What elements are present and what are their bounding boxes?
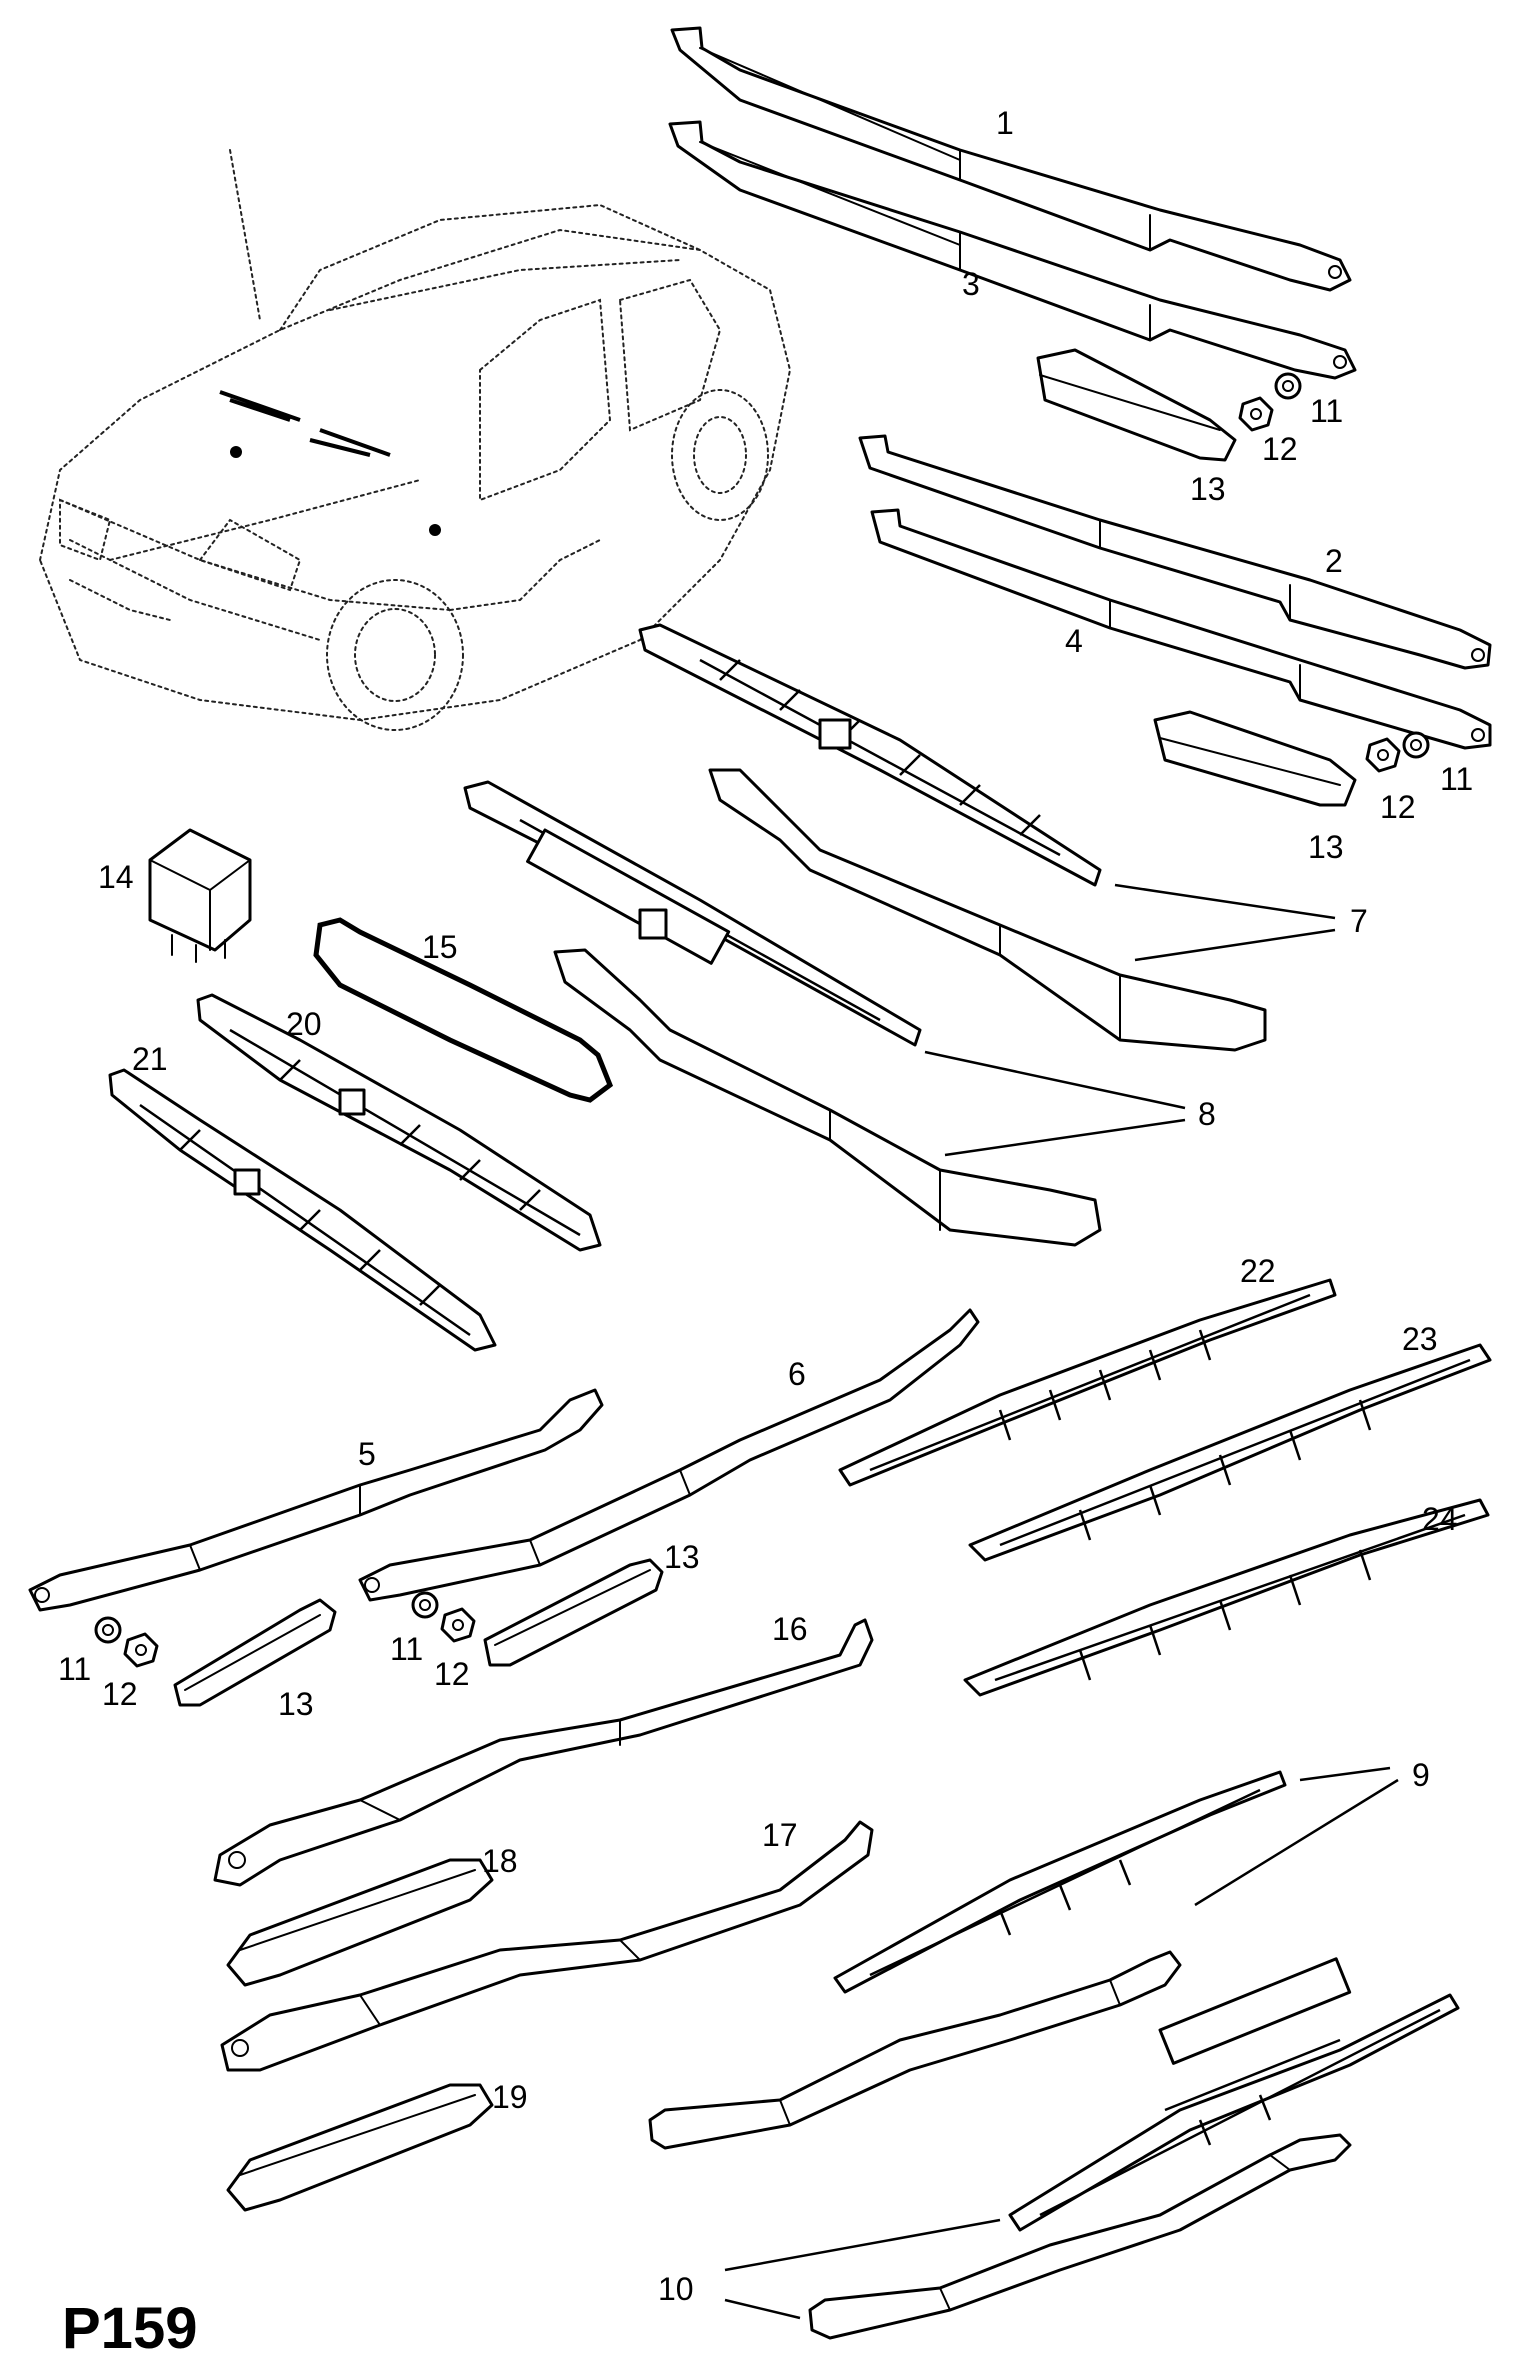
wiper-blade-23 [968, 1343, 1492, 1562]
callout-17: 17 [762, 1817, 798, 1853]
callout-12-mid: 12 [1380, 789, 1416, 825]
callout-18: 18 [482, 1843, 518, 1879]
callout-4: 4 [1065, 623, 1083, 659]
wiper-arm-16 [213, 1618, 874, 1887]
wiper-arm-6 [358, 1308, 980, 1602]
callout-15: 15 [422, 929, 458, 965]
wiper-arm-4 [870, 508, 1492, 750]
callout-16: 16 [772, 1611, 808, 1647]
arm-cover-13-left [173, 1598, 337, 1707]
wiper-blade-22 [838, 1278, 1337, 1487]
callout-13-top: 13 [1190, 471, 1226, 507]
callout-20: 20 [286, 1006, 322, 1042]
washer-11-right [411, 1591, 439, 1619]
arm-cover-13-mid [1153, 710, 1357, 807]
wiper-arm-7 [708, 768, 1267, 1052]
nut-12-mid [1365, 737, 1401, 773]
callout-13-left: 13 [278, 1686, 314, 1722]
nut-12-left [123, 1632, 159, 1668]
callout-24: 24 [1422, 1501, 1458, 1537]
callout-19: 19 [492, 2079, 528, 2115]
callout-12-top: 12 [1262, 431, 1298, 467]
callout-3: 3 [962, 266, 980, 302]
callout-11-mid: 11 [1440, 761, 1473, 797]
callout-2: 2 [1325, 543, 1343, 579]
callout-13-mid: 13 [1308, 829, 1344, 865]
callout-5: 5 [358, 1436, 376, 1472]
callout-7: 7 [1350, 903, 1368, 939]
wiper-arm-9 [648, 1950, 1182, 2150]
wiper-arm-5 [28, 1388, 604, 1612]
callout-1: 1 [996, 105, 1014, 141]
arm-cover-18 [226, 1858, 494, 1987]
washer-11-left [94, 1616, 122, 1644]
wiper-arm-1 [670, 26, 1352, 292]
callout-22: 22 [1240, 1253, 1276, 1289]
callout-11-top: 11 [1310, 393, 1343, 429]
callout-labels: 1 2 3 4 5 6 7 8 9 10 11 12 13 11 12 13 1… [58, 105, 1473, 2307]
wiper-blade-24 [963, 1498, 1490, 1697]
callout-13-right: 13 [664, 1539, 700, 1575]
car-outline [38, 149, 792, 731]
callout-12-left: 12 [102, 1676, 138, 1712]
nut-12-top [1238, 396, 1274, 432]
wiper-blade-8 [463, 780, 922, 1047]
washer-11-mid [1402, 731, 1430, 759]
callout-11-left: 11 [58, 1651, 91, 1687]
callout-6: 6 [788, 1356, 806, 1392]
wiper-arm-2 [858, 434, 1492, 670]
arm-cover-13-top [1036, 348, 1237, 462]
washer-11-top [1274, 372, 1302, 400]
arm-cover-19 [226, 2083, 494, 2212]
callout-21: 21 [132, 1041, 168, 1077]
seal-15 [313, 917, 614, 1103]
callout-8: 8 [1198, 1096, 1216, 1132]
wiper-arm-8 [553, 948, 1102, 1247]
wiper-blade-7 [638, 623, 1102, 887]
wiper-blade-20 [196, 993, 602, 1252]
callout-12-right: 12 [434, 1656, 470, 1692]
wiper-blade-10 [1008, 1957, 1460, 2232]
wiper-arm-3 [668, 120, 1357, 380]
nut-12-right [440, 1607, 476, 1643]
relay-14 [148, 828, 252, 963]
wiper-blade-21 [108, 1068, 497, 1352]
callout-10: 10 [658, 2271, 694, 2307]
callout-9: 9 [1412, 1757, 1430, 1793]
wiper-arm-17 [220, 1820, 874, 2072]
leader-lines [724, 883, 1399, 2320]
wiper-blade-9 [833, 1770, 1287, 1994]
callout-23: 23 [1402, 1321, 1438, 1357]
diagram-code: P159 [62, 2296, 197, 2361]
wiper-arm-10 [808, 2133, 1352, 2340]
callout-11-right: 11 [390, 1631, 423, 1667]
callout-14: 14 [98, 859, 134, 895]
arm-cover-13-right [483, 1558, 664, 1667]
